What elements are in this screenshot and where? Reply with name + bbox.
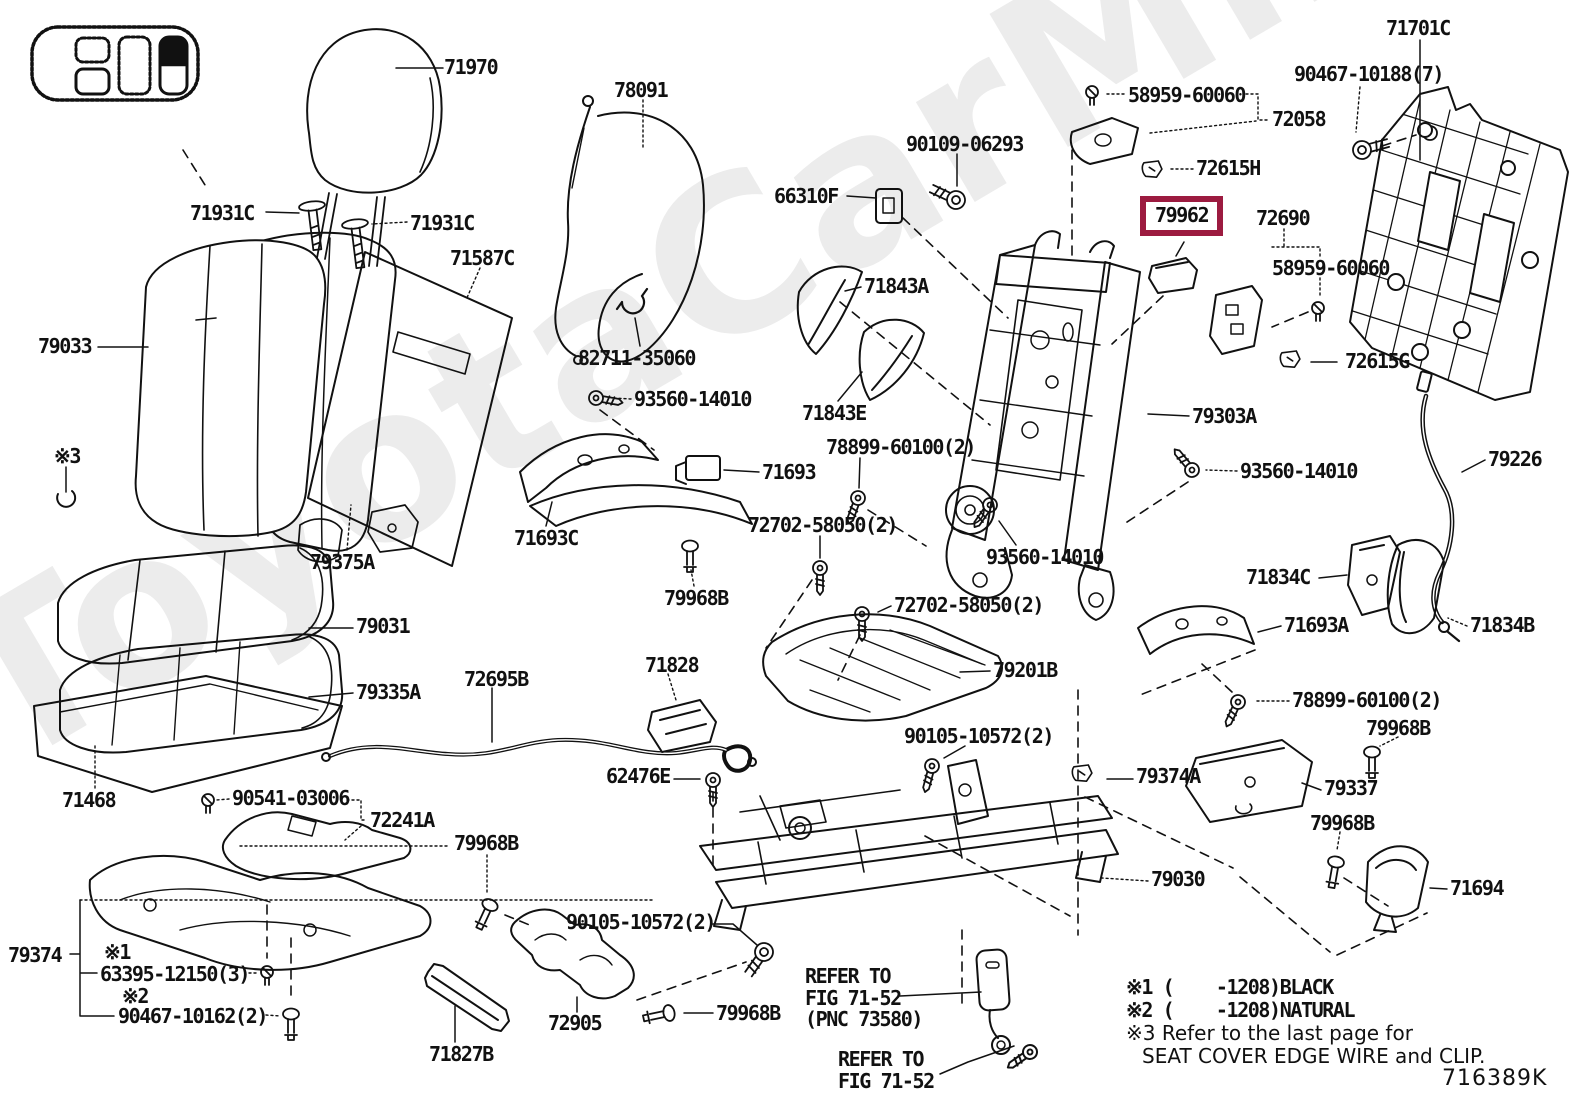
part-label: FIG 71-52 [838,1069,935,1093]
part-label: 90105-10572(2) [566,910,716,934]
part-label: 90109-06293 [906,132,1024,156]
under-seat-bracket-drawing [88,811,635,1032]
part-label: 90541-03006 [232,786,350,810]
part-label: REFER TO [805,964,892,988]
seatback-frame-assembly-drawing [945,230,1141,621]
part-label: 72058 [1272,107,1327,131]
seat-mat-drawing [33,675,343,793]
part-label: 79968B [716,1001,781,1025]
part-label: ※1 ( -1208)BLACK [1126,975,1334,999]
part-label: 58959-60060 [1272,256,1390,280]
part-label: 78899-60100(2) [826,435,976,459]
recliner-cable-drawing [1416,370,1461,643]
part-label: SEAT COVER EDGE WIRE and CLIP. [1142,1044,1486,1068]
part-label: 93560-14010 [1240,459,1358,483]
lock-cable-drawing [321,737,757,773]
part-label: ※3 [54,444,81,468]
part-label: FIG 71-52 [805,986,902,1010]
part-label: 79968B [454,831,519,855]
part-label: 71843E [802,401,867,425]
part-label: 71693A [1284,613,1349,637]
part-label: ※1 [104,940,131,964]
part-label: 71843A [864,274,929,298]
seatback-frame-drawing [257,231,419,563]
part-label: (PNC 73580) [805,1007,923,1031]
part-label: 63395-12150(3) [100,962,250,986]
part-label: 79031 [356,614,411,638]
part-label: 79303A [1192,404,1257,428]
part-label: REFER TO [838,1047,925,1071]
part-label: 78091 [614,78,669,102]
part-label: 58959-60060 [1128,83,1246,107]
part-label: 72690 [1256,206,1311,230]
cushion-pan-drawing [59,633,344,754]
part-label: 79337 [1324,776,1379,800]
part-label: 72241A [370,808,435,832]
part-label: 78899-60100(2) [1292,688,1442,712]
part-label: 66310F [774,184,839,208]
part-label: 82711-35060 [578,346,696,370]
hinge-bracket-drawings [796,117,1263,401]
headrest-drawing [306,28,443,267]
c-clip-drawing [615,287,649,315]
part-label: 90467-10188(7) [1294,62,1444,86]
part-label: 71693C [514,526,579,550]
highlighted-part-label: 79962 [1140,196,1224,236]
part-label: 93560-14010 [634,387,752,411]
leader-lines [65,39,1486,1075]
part-label: 79968B [1310,811,1375,835]
part-label: 79968B [664,586,729,610]
diagram-code: 716389K [1442,1066,1548,1091]
part-label: 62476E [606,764,671,788]
part-label: 79374 [8,943,63,967]
part-label: 71468 [62,788,117,812]
part-label: 71693 [762,460,817,484]
seat-track-frame-drawing [699,759,1119,931]
seatback-board-drawing [307,251,513,567]
part-label: 72905 [548,1011,603,1035]
rail-bracket-drawings [519,433,753,753]
part-label: 71931C [190,201,255,225]
release-cable-drawing [554,95,705,365]
part-label: ※2 [122,984,149,1008]
part-label: ※3 Refer to the last page for [1126,1021,1413,1045]
part-label: 71834C [1246,565,1311,589]
part-label: 79201B [993,658,1058,682]
cushion-frame-drawing [762,613,1003,722]
part-label: 79033 [38,334,93,358]
part-label: 72615H [1196,156,1261,180]
part-label: 79374A [1136,764,1201,788]
seatback-cushion-drawing [134,239,327,538]
seatback-panel-drawing [1349,86,1569,401]
part-label: 79968B [1366,716,1431,740]
part-label: 72615G [1345,349,1410,373]
part-label: 79030 [1151,867,1206,891]
side-bracket-drawings [1137,535,1445,933]
part-label: 71587C [450,246,515,270]
part-label: 72695B [464,667,529,691]
part-label: 71834B [1470,613,1535,637]
part-label: 71970 [444,55,499,79]
part-label: 71701C [1386,16,1451,40]
seatbelt-buckle-drawing [975,948,1041,1075]
part-label: 72702-58050(2) [894,593,1044,617]
part-label: 72702-58050(2) [748,513,898,537]
part-label: 79226 [1488,447,1543,471]
seat-layout-legend-icon [30,25,200,102]
part-label: 90467-10162(2) [118,1004,268,1028]
part-label: 93560-14010 [986,545,1104,569]
part-label: 71931C [410,211,475,235]
part-label: 71694 [1450,876,1505,900]
part-label: 71828 [645,653,700,677]
part-label: ※2 ( -1208)NATURAL [1126,998,1356,1022]
part-label: 79375A [310,550,375,574]
part-label: 79335A [356,680,421,704]
part-label: 90105-10572(2) [904,724,1054,748]
part-label: 71827B [429,1042,494,1066]
